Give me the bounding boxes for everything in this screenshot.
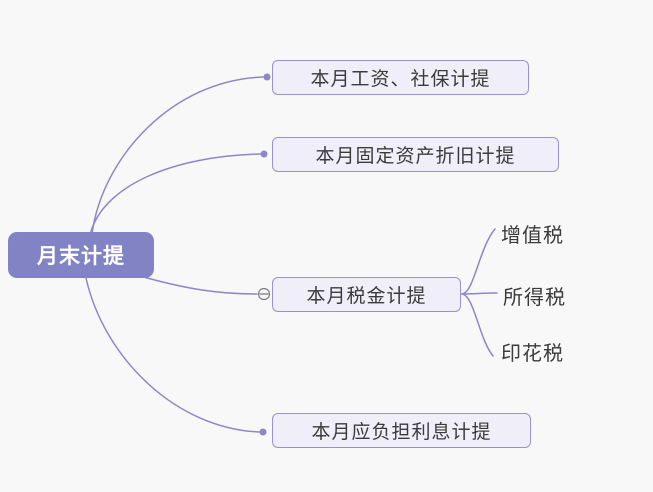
root-node-label: 月末计提 <box>37 244 125 268</box>
branch-node-tax[interactable]: 本月税金计提 <box>272 277 461 312</box>
branch-node-label: 本月工资、社保计提 <box>310 68 491 90</box>
connector-branch3-leaf3 <box>461 293 494 357</box>
branch-node-label: 本月税金计提 <box>306 285 427 307</box>
connector-root-branch3 <box>139 275 258 295</box>
branch-node-interest[interactable]: 本月应负担利息计提 <box>272 413 531 448</box>
leaf-node-label: 所得税 <box>503 284 566 309</box>
leaf-node-label: 印花税 <box>501 340 564 365</box>
root-node[interactable]: 月末计提 <box>8 232 154 278</box>
branch4-anchor-dot <box>259 428 267 436</box>
leaf-node-vat[interactable]: 增值税 <box>501 221 564 247</box>
leaf-node-income-tax[interactable]: 所得税 <box>503 283 566 309</box>
connector-branch3-leaf2 <box>461 292 498 295</box>
collapse-minus-icon[interactable] <box>257 287 271 301</box>
branch2-anchor-dot <box>260 150 268 158</box>
leaf-node-stamp-tax[interactable]: 印花税 <box>501 339 564 365</box>
leaf-node-label: 增值税 <box>501 222 564 247</box>
connector-root-branch4 <box>85 277 261 433</box>
branch-node-salary-social[interactable]: 本月工资、社保计提 <box>272 60 529 95</box>
connector-root-branch2 <box>89 153 262 236</box>
branch1-anchor-dot <box>263 73 271 81</box>
branch-node-label: 本月固定资产折旧计提 <box>315 145 516 167</box>
branch-node-depreciation[interactable]: 本月固定资产折旧计提 <box>272 137 559 172</box>
connector-root-branch1 <box>91 76 264 235</box>
branch-node-label: 本月应负担利息计提 <box>311 421 492 443</box>
connector-branch3-leaf1 <box>461 228 496 295</box>
